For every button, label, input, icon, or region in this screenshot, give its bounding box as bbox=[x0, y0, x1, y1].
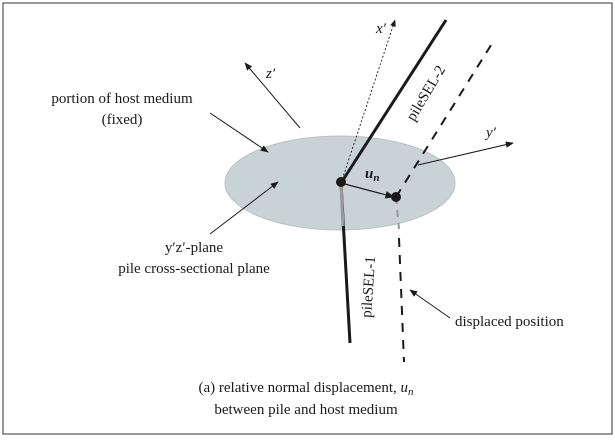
plane-label-line2: pile cross-sectional plane bbox=[118, 261, 270, 277]
z-prime-label: z′ bbox=[265, 66, 276, 82]
host-medium-label-line2: (fixed) bbox=[102, 112, 143, 128]
x-prime-axis-arrow bbox=[340, 19, 396, 184]
un-label: un bbox=[365, 166, 379, 184]
x-prime-label: x′ bbox=[375, 21, 387, 37]
original-node-dot bbox=[336, 177, 346, 187]
plane-label-line1: y′z′-plane bbox=[165, 240, 224, 256]
z-prime-axis-arrow bbox=[244, 62, 301, 129]
y-prime-axis-arrow bbox=[417, 141, 514, 166]
host-medium-label-line1: portion of host medium bbox=[51, 91, 193, 107]
y-prime-label: y′ bbox=[484, 125, 497, 141]
un-displacement-arrow bbox=[340, 182, 395, 199]
pile-sel-1-label: pileSEL-1 bbox=[359, 256, 379, 319]
displaced-pile-lower-dashed bbox=[398, 237, 405, 363]
displaced-pile-upper-dashed bbox=[395, 41, 494, 198]
displaced-position-pointer-arrow bbox=[409, 289, 451, 319]
pile-sel-1-inside-segment bbox=[339, 182, 345, 227]
pile-sel-2-line bbox=[339, 19, 448, 184]
plane-pointer-arrow bbox=[209, 181, 279, 235]
displaced-node-dot bbox=[391, 192, 401, 202]
caption-line1: (a) relative normal displacement, un bbox=[199, 380, 415, 398]
pile-sel-2-label: pileSEL-2 bbox=[404, 63, 449, 124]
caption-line2: between pile and host medium bbox=[214, 402, 398, 418]
displaced-pile-inside-dashed bbox=[395, 196, 400, 230]
host-medium-pointer-arrow bbox=[209, 112, 269, 153]
figure-frame bbox=[2, 2, 613, 435]
displaced-position-label: displaced position bbox=[455, 314, 564, 330]
